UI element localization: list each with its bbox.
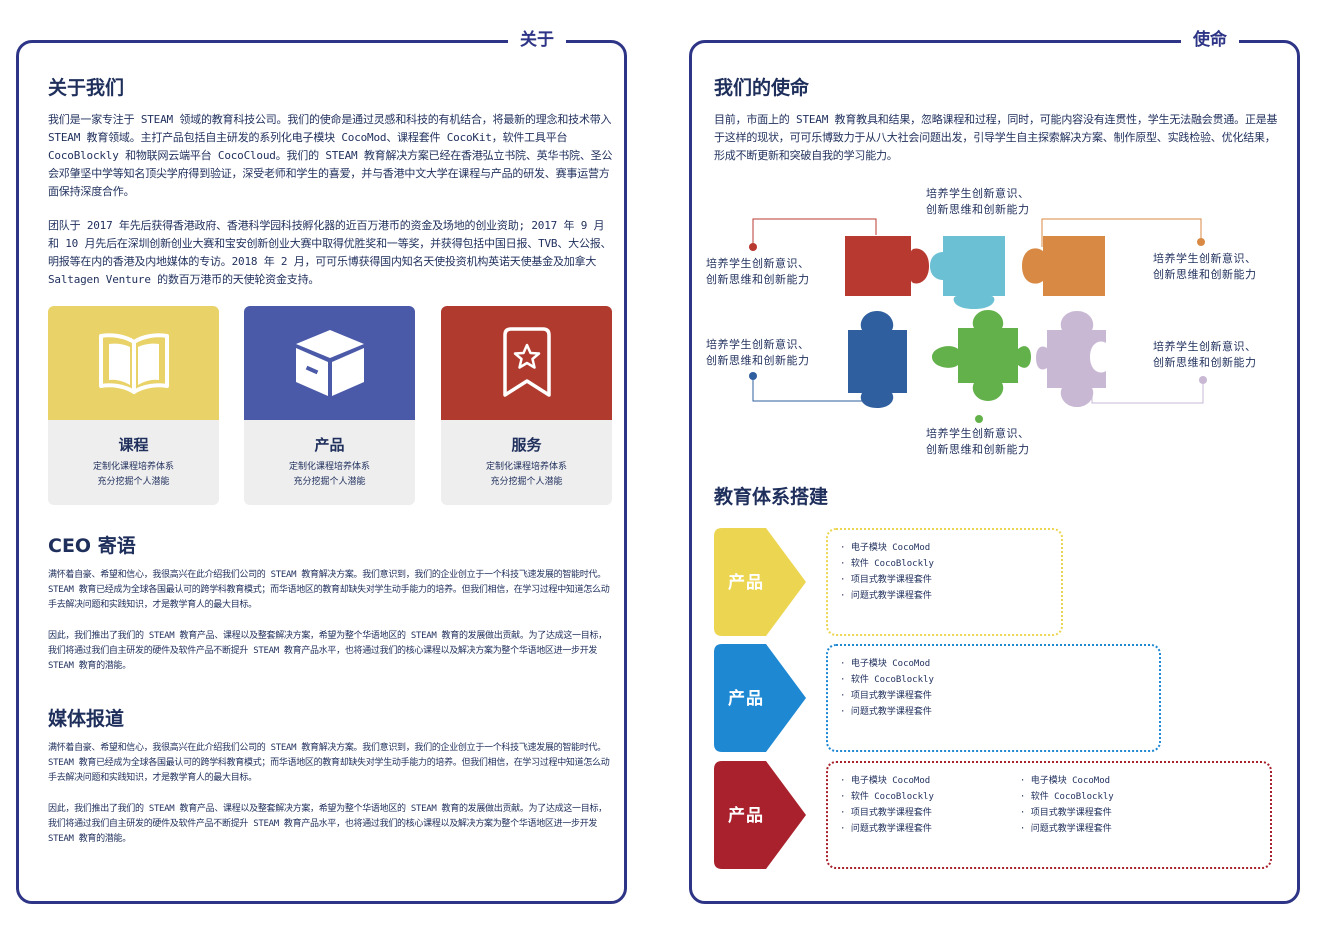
card-course-title: 课程 — [118, 436, 149, 454]
puzzle-piece-cyan — [930, 236, 1005, 309]
edu-arrow-1: 产品 — [714, 528, 806, 636]
puzzle-piece-green — [932, 310, 1031, 401]
puzzle-piece-orange — [1022, 236, 1105, 296]
media-title: 媒体报道 — [48, 708, 125, 730]
edu-item: · 问题式教学课程套件 — [840, 707, 932, 717]
edu-item: · 软件 CocoBlockly — [840, 792, 934, 802]
card-course-desc: 定制化课程培养体系 充分挖掘个人潜能 — [48, 460, 219, 490]
mission-title: 我们的使命 — [714, 77, 810, 99]
edu-item: · 软件 CocoBlockly — [840, 675, 934, 685]
edu-box-2: · 电子模块 CocoMod · 软件 CocoBlockly · 项目式教学课… — [826, 644, 1161, 752]
edu-arrow-label-1: 产品 — [728, 573, 764, 593]
edu-item: · 电子模块 CocoMod — [840, 543, 931, 553]
ceo-paragraph-1: 满怀着自豪、希望和信心，我很高兴在此介绍我们公司的 STEAM 教育解决方案。我… — [48, 570, 610, 610]
connector-line-1 — [752, 218, 877, 247]
card-product-desc-line2: 充分挖掘个人潜能 — [293, 477, 366, 487]
connector-dot-4 — [749, 372, 757, 380]
connector-dot-1 — [749, 243, 757, 251]
edu-item: · 项目式教学课程套件 — [840, 691, 932, 701]
star-bookmark-icon — [502, 327, 551, 397]
puzzle-piece-lilac — [1036, 311, 1106, 407]
edu-item: · 问题式教学课程套件 — [840, 824, 932, 834]
education-title: 教育体系搭建 — [714, 486, 829, 508]
connector-dot-3 — [1197, 238, 1205, 246]
mission-panel: 使命 我们的使命 目前，市面上的 STEAM 教育教具和结果，忽略课程和过程，同… — [689, 27, 1300, 904]
box-icon — [295, 330, 364, 396]
edu-box-3: · 电子模块 CocoMod · 软件 CocoBlockly · 项目式教学课… — [826, 761, 1272, 869]
card-product-desc-line1: 定制化课程培养体系 — [288, 462, 370, 472]
puzzle-label-left-bottom: 培养学生创新意识、创新思维和创新能力 — [706, 338, 810, 367]
edu-arrow-label-3: 产品 — [728, 806, 764, 826]
card-product-desc: 定制化课程培养体系 充分挖掘个人潜能 — [244, 460, 415, 490]
about-panel: 关于 关于我们 我们是一家专注于 STEAM 领域的教育科技公司。我们的使命是通… — [16, 27, 627, 904]
edu-item: · 问题式教学课程套件 — [840, 591, 932, 601]
puzzle-label-top: 培养学生创新意识、创新思维和创新能力 — [926, 187, 1030, 216]
ceo-paragraph-2: 因此，我们推出了我们的 STEAM 教育产品、课程以及整套解决方案，希望为整个华… — [48, 631, 607, 671]
edu-arrow-2: 产品 — [714, 644, 806, 752]
card-course-desc-line1: 定制化课程培养体系 — [92, 462, 174, 472]
card-product[interactable]: 产品 定制化课程培养体系 充分挖掘个人潜能 — [244, 306, 415, 505]
about-title: 关于我们 — [48, 77, 125, 99]
card-service-desc-line1: 定制化课程培养体系 — [485, 462, 567, 472]
card-service-desc: 定制化课程培养体系 充分挖掘个人潜能 — [441, 460, 612, 490]
media-paragraph-1: 满怀着自豪、希望和信心，我很高兴在此介绍我们公司的 STEAM 教育解决方案。我… — [48, 743, 610, 783]
card-service-title: 服务 — [511, 436, 542, 454]
card-course-banner — [48, 306, 219, 420]
connector-line-6 — [1091, 380, 1204, 404]
edu-arrow-label-2: 产品 — [728, 689, 764, 709]
puzzle-piece-red — [845, 236, 929, 296]
edu-item: · 项目式教学课程套件 — [840, 575, 932, 585]
panel-tag-about: 关于 — [508, 27, 566, 53]
media-paragraph-2: 因此，我们推出了我们的 STEAM 教育产品、课程以及整套解决方案，希望为整个华… — [48, 804, 607, 844]
edu-box-1: · 电子模块 CocoMod · 软件 CocoBlockly · 项目式教学课… — [826, 528, 1063, 636]
panel-tag-mission: 使命 — [1181, 27, 1239, 53]
puzzle-label-right-top: 培养学生创新意识、创新思维和创新能力 — [1153, 252, 1257, 281]
ceo-title: CEO 寄语 — [48, 535, 136, 557]
edu-item: · 项目式教学课程套件 — [1019, 808, 1112, 818]
connector-dot-5 — [975, 415, 983, 423]
connector-line-3 — [1041, 218, 1202, 247]
card-product-title: 产品 — [314, 436, 345, 454]
card-service-desc-line2: 充分挖掘个人潜能 — [490, 477, 563, 487]
card-course[interactable]: 课程 定制化课程培养体系 充分挖掘个人潜能 — [48, 306, 219, 505]
about-paragraph-2: 团队于 2017 年先后获得香港政府、香港科学园科技孵化器的近百万港币的资金及场… — [48, 219, 612, 286]
edu-item: · 电子模块 CocoMod — [840, 659, 931, 669]
edu-item: · 项目式教学课程套件 — [840, 808, 932, 818]
edu-item: · 电子模块 CocoMod — [840, 776, 931, 786]
card-service-banner — [441, 306, 612, 420]
about-paragraph-1: 我们是一家专注于 STEAM 领域的教育科技公司。我们的使命是通过灵感和科技的有… — [48, 113, 613, 198]
puzzle-diagram — [749, 218, 1207, 423]
card-service[interactable]: 服务 定制化课程培养体系 充分挖掘个人潜能 — [441, 306, 612, 505]
edu-list-3b: · 电子模块 CocoMod · 软件 CocoBlockly · 项目式教学课… — [1020, 773, 1114, 837]
puzzle-piece-blue — [848, 311, 907, 408]
card-course-desc-line2: 充分挖掘个人潜能 — [97, 477, 170, 487]
edu-arrow-3: 产品 — [714, 761, 806, 869]
puzzle-label-right-bottom: 培养学生创新意识、创新思维和创新能力 — [1153, 340, 1257, 369]
connector-dot-6 — [1199, 376, 1207, 384]
puzzle-label-bottom: 培养学生创新意识、创新思维和创新能力 — [926, 427, 1030, 456]
mission-paragraph: 目前，市面上的 STEAM 教育教具和结果，忽略课程和过程，同时，可能内容没有连… — [714, 113, 1278, 162]
card-product-banner — [244, 306, 415, 420]
edu-item: · 问题式教学课程套件 — [1019, 824, 1112, 834]
edu-item: · 软件 CocoBlockly — [1019, 792, 1114, 802]
edu-list-1: · 电子模块 CocoMod · 软件 CocoBlockly · 项目式教学课… — [840, 540, 934, 604]
edu-item: · 电子模块 CocoMod — [1019, 776, 1111, 786]
edu-list-2: · 电子模块 CocoMod · 软件 CocoBlockly · 项目式教学课… — [840, 656, 934, 720]
puzzle-label-left-top: 培养学生创新意识、创新思维和创新能力 — [706, 257, 810, 286]
edu-item: · 软件 CocoBlockly — [840, 559, 934, 569]
book-icon — [98, 333, 169, 394]
edu-list-3a: · 电子模块 CocoMod · 软件 CocoBlockly · 项目式教学课… — [840, 773, 934, 837]
